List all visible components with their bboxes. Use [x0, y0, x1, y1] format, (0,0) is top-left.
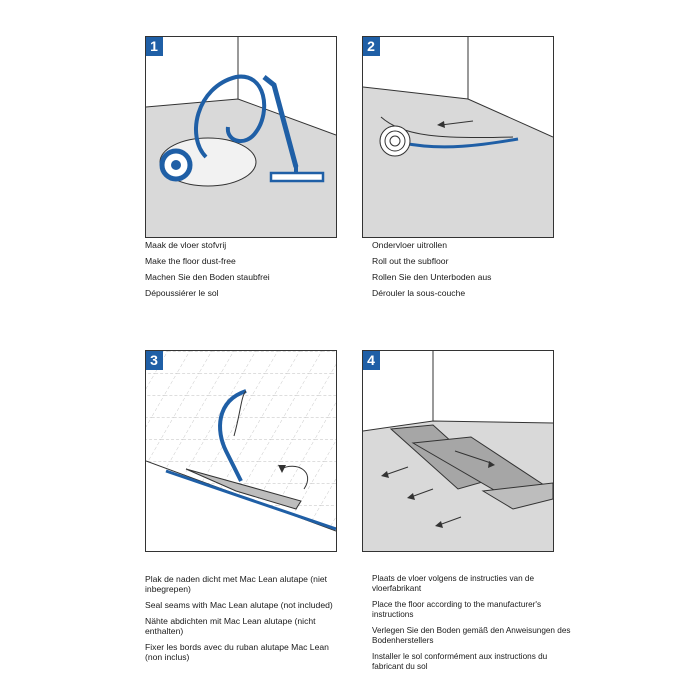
step-1-caption-fr: Dépoussiérer le sol: [145, 288, 345, 298]
step-4-caption-en: Place the floor according to the manufac…: [372, 600, 572, 620]
step-1-badge: 1: [145, 36, 163, 56]
step-2-caption-en: Roll out the subfloor: [372, 256, 572, 266]
step-4-caption-fr: Installer le sol conformément aux instru…: [372, 652, 572, 672]
step-2-badge: 2: [362, 36, 380, 56]
step-3-caption-nl: Plak de naden dicht met Mac Lean alutape…: [145, 574, 345, 594]
step-4-badge: 4: [362, 350, 380, 370]
step-2-caption-de: Rollen Sie den Unterboden aus: [372, 272, 572, 282]
step-4-caption-de: Verlegen Sie den Boden gemäß den Anweisu…: [372, 626, 572, 646]
step-4-caption-nl: Plaats de vloer volgens de instructies v…: [372, 574, 572, 594]
step-3-caption-en: Seal seams with Mac Lean alutape (not in…: [145, 600, 345, 610]
step-3-badge: 3: [145, 350, 163, 370]
step-2-caption-nl: Ondervloer uitrollen: [372, 240, 572, 250]
step-2-illustration: 2: [362, 36, 554, 238]
step-1-caption-de: Machen Sie den Boden staubfrei: [145, 272, 345, 282]
step-2-caption-fr: Dérouler la sous-couche: [372, 288, 572, 298]
step-3-caption-fr: Fixer les bords avec du ruban alutape Ma…: [145, 642, 345, 662]
step-4-captions: Plaats de vloer volgens de instructies v…: [372, 574, 572, 678]
step-1-caption-en: Make the floor dust-free: [145, 256, 345, 266]
step-1-caption-nl: Maak de vloer stofvrij: [145, 240, 345, 250]
step-3-illustration: 3: [145, 350, 337, 552]
step-1-illustration: 1: [145, 36, 337, 238]
step-3-captions: Plak de naden dicht met Mac Lean alutape…: [145, 574, 345, 668]
step-3-caption-de: Nähte abdichten mit Mac Lean alutape (ni…: [145, 616, 345, 636]
step-4-illustration: 4: [362, 350, 554, 552]
step-1-captions: Maak de vloer stofvrij Make the floor du…: [145, 240, 345, 304]
step-2-captions: Ondervloer uitrollen Roll out the subflo…: [372, 240, 572, 304]
